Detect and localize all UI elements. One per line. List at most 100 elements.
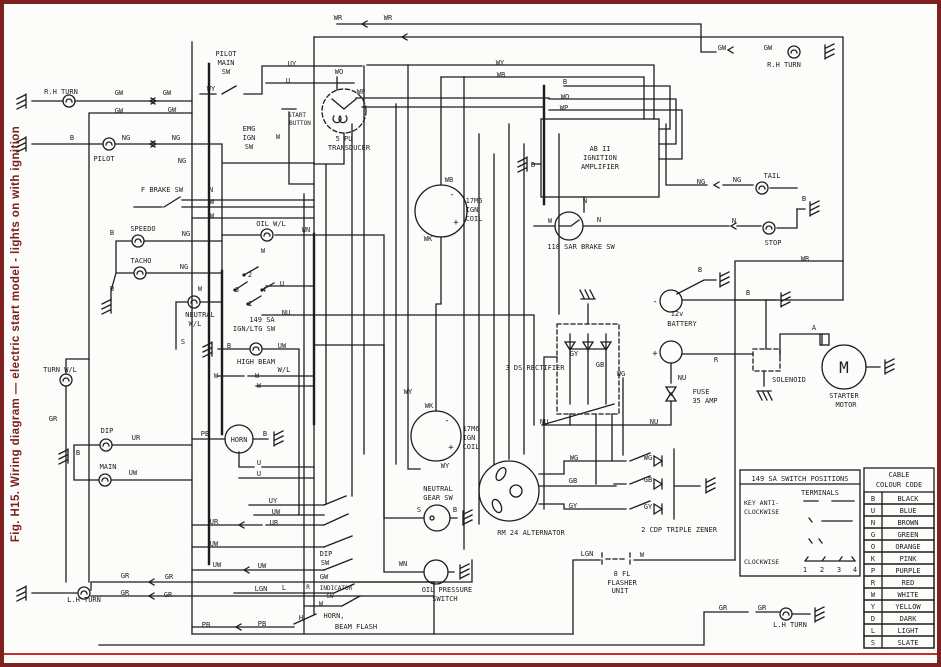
colour-code-name: DARK (900, 615, 918, 623)
wire-label: STOP (765, 239, 782, 247)
battery-positive-terminal (659, 340, 683, 364)
wire-label: RM 24 ALTERNATOR (497, 529, 565, 537)
colour-code-name: BLUE (900, 507, 917, 515)
wire-label: 17M6 (466, 197, 483, 205)
wire-label: HORN (231, 436, 248, 444)
wire-label: M (839, 358, 849, 377)
wire-label: FUSE (693, 388, 710, 396)
wire-label: + (448, 443, 454, 453)
starter-motor-symbol (821, 344, 867, 390)
colour-code-letter: K (871, 555, 876, 563)
wire-label: 1 (248, 300, 252, 308)
wire-label: W (640, 551, 645, 559)
wire-label: NU (650, 418, 658, 426)
wire-label: L (282, 584, 286, 592)
wire-label: NG (172, 134, 180, 142)
colour-code-letter: P (871, 567, 875, 575)
wire-label: N (732, 217, 736, 225)
rectifier-box (556, 323, 620, 415)
colour-code-table (863, 467, 935, 649)
colour-code-letter: R (871, 579, 876, 587)
wire-label: W/L (278, 366, 291, 374)
tacho-lamp (133, 266, 147, 280)
wire-label: 2 CDP TRIPLE ZENER (641, 526, 718, 534)
wire-label: UW (258, 562, 267, 570)
switch-positions-title: 149 SA SWITCH POSITIONS (752, 475, 849, 483)
wire-label: UNIT (612, 587, 630, 595)
colour-code-name: LIGHT (897, 627, 919, 635)
wire-label: SPEEDO (130, 225, 155, 233)
wire-label: HORN, (323, 612, 344, 620)
wire-label: NG (733, 176, 741, 184)
wire-label: SOLENOID (772, 376, 806, 384)
wire-label: W (257, 382, 262, 390)
wire-label: B (746, 289, 750, 297)
components (16, 20, 895, 631)
wire-label: WR (801, 255, 810, 263)
key-anticlockwise-label: KEY ANTI- (744, 499, 779, 507)
wire-label: GW (168, 106, 177, 114)
wire-label: STARTER (829, 392, 859, 400)
wire-label: GW (718, 44, 727, 52)
wire-label: LGN (255, 585, 268, 593)
wire-label: B (531, 161, 535, 169)
wire-label: SWITCH (432, 595, 457, 603)
wire-label: WO (561, 93, 569, 101)
wire-label: W (276, 133, 281, 141)
wire-label: PB (201, 430, 209, 438)
wire-label: NU (678, 374, 686, 382)
wire-label: GB (596, 361, 604, 369)
wire-label: BUTTON (289, 120, 311, 127)
wire-label: BATTERY (667, 320, 697, 328)
zener-diodes (653, 454, 664, 516)
wire-label: - (449, 190, 454, 200)
oil-warning-lamp (260, 228, 274, 242)
wire-label: GW (320, 573, 329, 581)
wire-label: NG (180, 263, 188, 271)
wire-label: WR (384, 14, 393, 22)
wire-label: R.H TURN (767, 61, 801, 69)
rh-turn-lamp (62, 94, 76, 108)
colour-code-letter: W (871, 591, 876, 599)
wire-label: F BRAKE SW (141, 186, 184, 194)
wire-label: GW (115, 89, 124, 97)
colour-code-letter: D (871, 615, 875, 623)
wire-label: LGN (581, 550, 594, 558)
wire-label: U (257, 459, 261, 467)
wire-label: UW (129, 469, 138, 477)
colour-code-name: YELLOW (895, 603, 921, 611)
wire-label: - (444, 416, 449, 426)
wire-label: SW (321, 559, 330, 567)
solenoid-box (752, 348, 781, 372)
wire-label: HIGH BEAM (237, 358, 275, 366)
pilot-lamp (102, 137, 116, 151)
wire-label: W (214, 372, 219, 380)
wire-label: MAIN (100, 463, 117, 471)
wire-label: UR (210, 518, 219, 526)
wire-label: GR (758, 604, 767, 612)
wire-label: COIL (463, 443, 480, 451)
wire-label: UW (213, 561, 222, 569)
lh-turn-lamp-rear (779, 607, 793, 621)
speedo-lamp (131, 234, 145, 248)
wire-label: N (597, 216, 601, 224)
stop-lamp (762, 221, 776, 235)
colour-code-name: WHITE (897, 591, 918, 599)
wire-label: WN (399, 560, 407, 568)
fuse-symbol (664, 386, 678, 402)
wire-label: GW (115, 107, 124, 115)
terminal-number: 3 (837, 566, 841, 574)
wire-label: GW (163, 89, 172, 97)
wire-label: 3 (235, 286, 239, 294)
wire-label: GR (121, 589, 130, 597)
colour-code-name: PINK (900, 555, 918, 563)
wire-label: 5 PU (336, 135, 353, 143)
colour-code-letter: Y (871, 603, 876, 611)
wire-label: WP (357, 88, 365, 96)
wire-label: WK (424, 235, 433, 243)
wire-label: TURN W/L (43, 366, 77, 374)
wire-label: BEAM FLASH (335, 623, 377, 631)
